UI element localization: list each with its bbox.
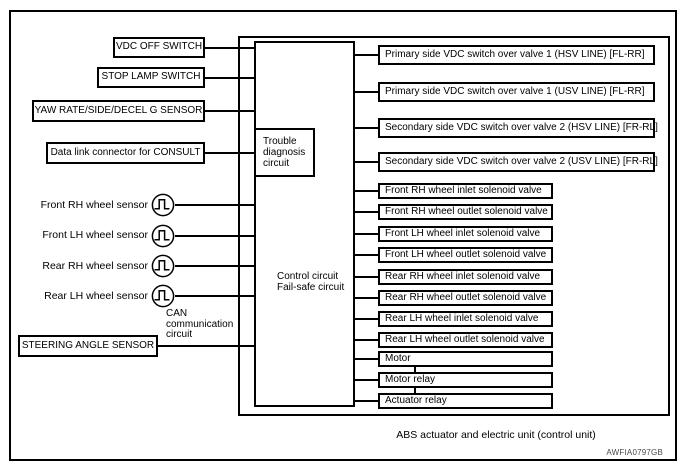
input-box-stop-lamp-switch: STOP LAMP SWITCH [97,67,205,88]
connector-line [205,110,254,112]
output-label: Rear RH wheel outlet solenoid valve [385,291,547,303]
can-communication-circuit-label: CAN communication circuit [166,308,234,340]
output-label: Front LH wheel outlet solenoid valve [385,248,547,260]
figure-stamp: AWFIA0797GB [606,448,663,457]
wheel-sensor-label-front-lh: Front LH wheel sensor [42,229,148,241]
pulse-signal-icon [151,254,175,278]
connector-line [175,204,254,206]
pulse-signal-icon [151,193,175,217]
output-box-front-rh-inlet: Front RH wheel inlet solenoid valve [378,183,553,199]
connector-line [355,190,378,192]
input-box-vdc-off-switch: VDC OFF SWITCH [113,37,205,58]
output-label: Rear LH wheel outlet solenoid valve [385,333,545,345]
connector-line [414,366,416,373]
input-box-data-link-connector: Data link connector for CONSULT [46,142,205,164]
connector-line [175,265,254,267]
input-box-steering-angle-sensor: STEERING ANGLE SENSOR [18,335,158,357]
connector-line [355,254,378,256]
connector-line [205,77,254,79]
connector-line [355,379,378,381]
connector-line [355,54,378,56]
output-label: Front LH wheel inlet solenoid valve [385,227,541,239]
diagram-frame [9,10,677,461]
pulse-signal-icon [151,284,175,308]
input-label: STEERING ANGLE SENSOR [21,339,155,351]
output-box-primary-vdc-usv: Primary side VDC switch over valve 1 (US… [378,82,655,102]
connector-line [355,211,378,213]
input-label: VDC OFF SWITCH [115,41,203,53]
input-label: Data link connector for CONSULT [50,146,201,158]
wheel-sensor-label-front-rh: Front RH wheel sensor [40,199,148,211]
output-label: Primary side VDC switch over valve 1 (US… [385,85,645,97]
connector-line [414,387,416,394]
output-box-rear-rh-inlet: Rear RH wheel inlet solenoid valve [378,269,553,285]
trouble-diagnosis-circuit-box: Trouble diagnosis circuit [254,128,315,177]
output-label: Front RH wheel outlet solenoid valve [385,205,548,217]
input-label: YAW RATE/SIDE/DECEL G SENSOR [34,104,203,116]
output-box-front-lh-inlet: Front LH wheel inlet solenoid valve [378,226,553,242]
diagram-caption: ABS actuator and electric unit (control … [396,429,596,441]
connector-line [175,235,254,237]
output-box-secondary-vdc-usv: Secondary side VDC switch over valve 2 (… [378,152,658,172]
wheel-sensor-label-rear-rh: Rear RH wheel sensor [42,260,148,272]
output-box-rear-lh-outlet: Rear LH wheel outlet solenoid valve [378,332,553,348]
connector-line [355,358,378,360]
connector-line [355,276,378,278]
output-label: Rear RH wheel inlet solenoid valve [385,270,541,282]
connector-line [355,161,378,163]
output-label: Actuator relay [385,394,447,406]
output-box-secondary-vdc-hsv: Secondary side VDC switch over valve 2 (… [378,118,658,138]
connector-line [355,400,378,402]
trouble-diagnosis-circuit-label: Trouble diagnosis circuit [263,136,306,169]
output-box-front-lh-outlet: Front LH wheel outlet solenoid valve [378,247,553,263]
input-box-yaw-rate-sensor: YAW RATE/SIDE/DECEL G SENSOR [32,100,205,122]
output-label: Primary side VDC switch over valve 1 (HS… [385,48,645,60]
output-label: Secondary side VDC switch over valve 2 (… [385,121,658,133]
output-box-motor-relay: Motor relay [378,372,553,388]
connector-line [205,152,254,154]
output-box-rear-rh-outlet: Rear RH wheel outlet solenoid valve [378,290,553,306]
connector-line [355,339,378,341]
connector-line [355,91,378,93]
output-box-rear-lh-inlet: Rear LH wheel inlet solenoid valve [378,311,553,327]
connector-line [355,297,378,299]
connector-line [355,127,378,129]
output-label: Front RH wheel inlet solenoid valve [385,184,542,196]
output-label: Rear LH wheel inlet solenoid valve [385,312,539,324]
connector-line [158,345,254,347]
pulse-signal-icon [151,224,175,248]
control-failsafe-circuit-label: Control circuit Fail-safe circuit [277,271,345,293]
output-label: Motor [385,352,411,364]
connector-line [205,47,254,49]
connector-line [355,233,378,235]
output-box-front-rh-outlet: Front RH wheel outlet solenoid valve [378,204,553,220]
output-box-actuator-relay: Actuator relay [378,393,553,409]
control-circuit-box [254,41,355,407]
connector-line [175,295,254,297]
connector-line [355,318,378,320]
wheel-sensor-label-rear-lh: Rear LH wheel sensor [44,290,148,302]
output-label: Secondary side VDC switch over valve 2 (… [385,155,658,167]
output-box-primary-vdc-hsv: Primary side VDC switch over valve 1 (HS… [378,45,655,65]
input-label: STOP LAMP SWITCH [101,71,201,83]
output-label: Motor relay [385,373,436,385]
output-box-motor: Motor [378,351,553,367]
